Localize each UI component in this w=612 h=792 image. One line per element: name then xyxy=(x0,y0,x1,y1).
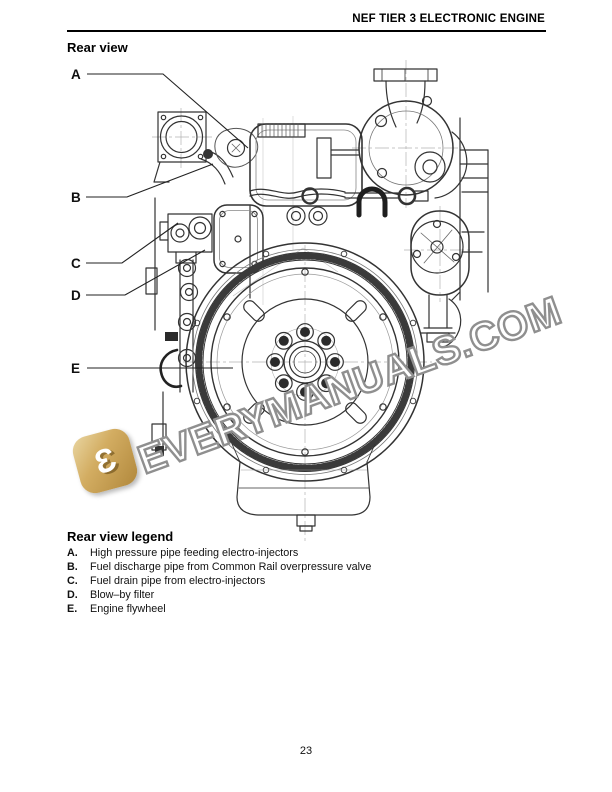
legend-item: D. Blow–by filter xyxy=(67,589,547,603)
housing-bolt-holes xyxy=(193,250,417,474)
figure-leader-lines xyxy=(86,73,249,369)
page-header-title: NEF TIER 3 ELECTRONIC ENGINE xyxy=(352,13,545,25)
legend-item: A. High pressure pipe feeding electro-in… xyxy=(67,547,547,561)
engine-drawing xyxy=(145,68,489,532)
legend-title: Rear view legend xyxy=(67,529,174,544)
legend-item-text: Blow–by filter xyxy=(90,588,155,601)
legend-item: C. Fuel drain pipe from electro-injector… xyxy=(67,575,547,589)
section-title: Rear view xyxy=(67,40,128,55)
figure-label-d: D xyxy=(71,288,81,303)
watermark-logo-letter: Ɛ xyxy=(89,438,121,483)
legend-item-key: B. xyxy=(67,560,78,573)
figure-label-a: A xyxy=(71,67,81,82)
legend-item-text: High pressure pipe feeding electro-injec… xyxy=(90,547,299,559)
header-rule xyxy=(67,30,546,33)
figure-label-c: C xyxy=(71,256,81,271)
page-number: 23 xyxy=(299,745,313,757)
legend-item-text: Fuel drain pipe from electro-injectors xyxy=(90,574,266,587)
legend: Rear view legend A. High pressure pipe f… xyxy=(67,529,547,617)
legend-item-key: E. xyxy=(67,602,78,615)
legend-item: E. Engine flywheel xyxy=(67,603,547,617)
legend-item: B. Fuel discharge pipe from Common Rail … xyxy=(67,561,547,575)
flywheel-bolts xyxy=(266,323,344,401)
legend-item-key: D. xyxy=(67,588,78,601)
legend-item-text: Engine flywheel xyxy=(90,602,166,615)
figure-label-e: E xyxy=(71,361,80,376)
legend-item-key: A. xyxy=(67,547,78,559)
legend-item-key: C. xyxy=(67,574,78,587)
legend-item-text: Fuel discharge pipe from Common Rail ove… xyxy=(90,560,372,573)
construction-lines xyxy=(232,116,339,305)
figure-label-b: B xyxy=(71,190,81,205)
